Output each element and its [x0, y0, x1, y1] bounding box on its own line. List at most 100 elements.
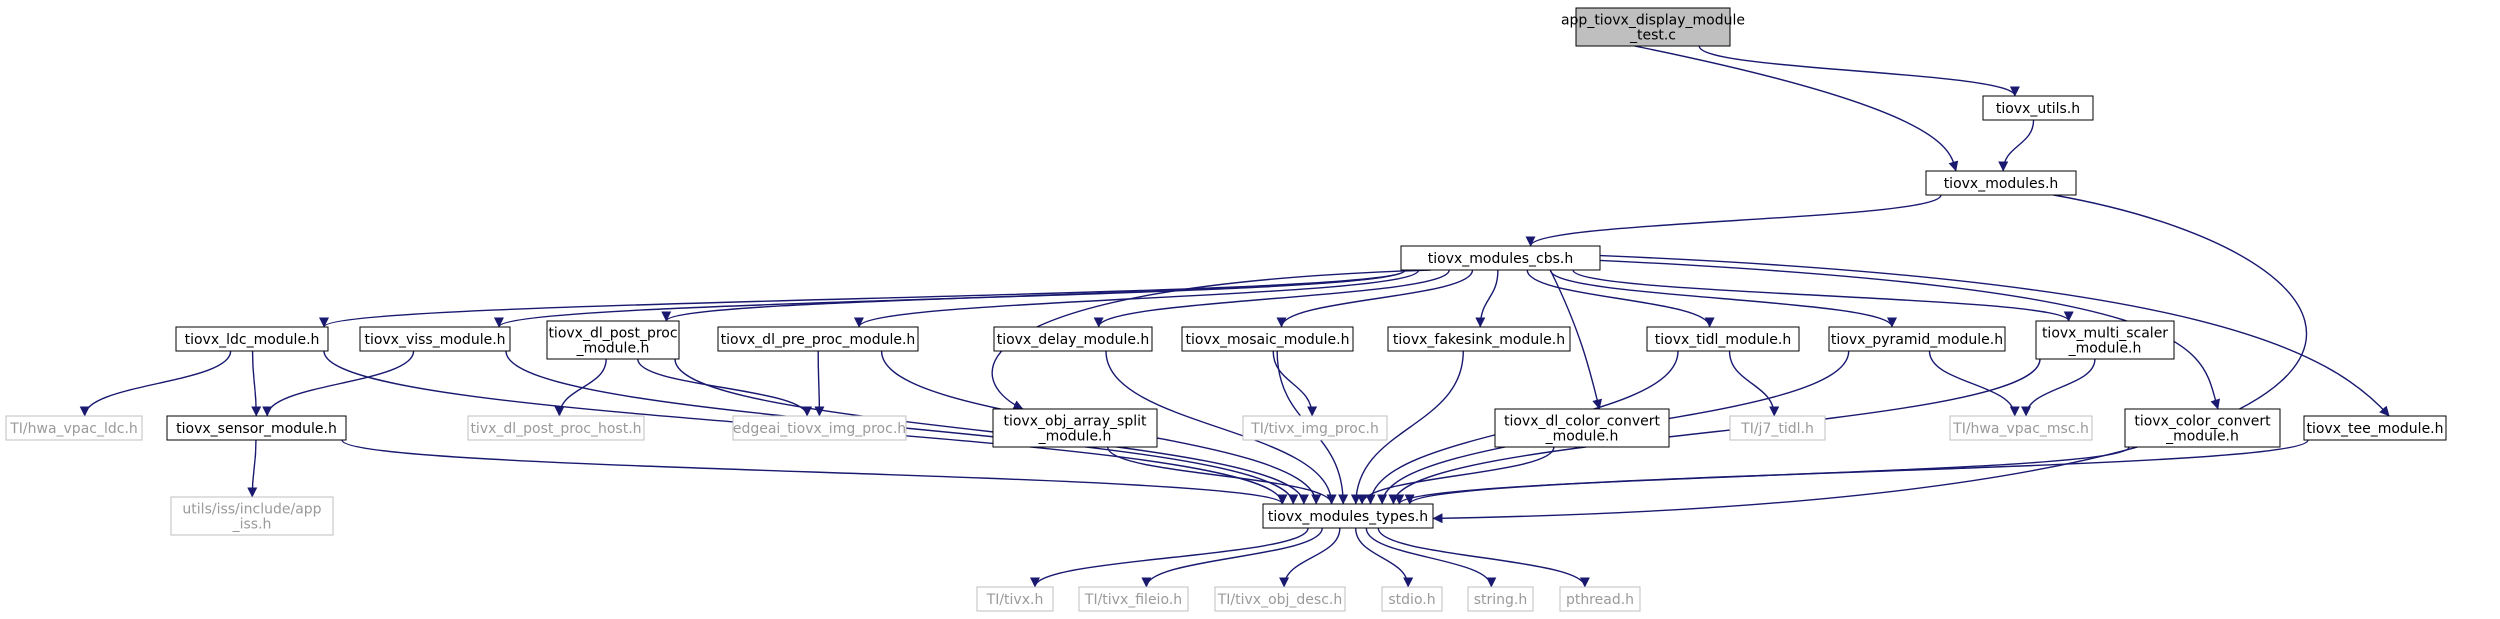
node-objarray[interactable]: tiovx_obj_array_split_module.h — [992, 408, 1158, 448]
node-box — [2303, 415, 2447, 441]
edge-dlpost-to-posthost — [554, 358, 607, 417]
node-label: tiovx_tee_module.h — [2306, 421, 2443, 437]
node-label: _module.h — [1545, 429, 1619, 445]
edge-objarray-to-types — [1107, 446, 1337, 505]
node-fakesink[interactable]: tiovx_fakesink_module.h — [1387, 326, 1571, 352]
node-multiscaler[interactable]: tiovx_multi_scaler_module.h — [2035, 320, 2175, 360]
edge-cbs-to-ldc — [319, 269, 1406, 328]
edge-cbs-to-dlcolor — [1549, 269, 1603, 410]
node-label: TI/j7_tidl.h — [1740, 421, 1814, 437]
node-tivx: TI/tivx.h — [976, 586, 1054, 612]
node-app[interactable]: app_tiovx_display_module_test.c — [1561, 7, 1745, 47]
node-cbs[interactable]: tiovx_modules_cbs.h — [1400, 245, 1601, 271]
edge-dlpre-to-edgeai — [814, 350, 825, 417]
node-box — [732, 415, 907, 441]
node-types[interactable]: tiovx_modules_types.h — [1262, 503, 1434, 529]
node-colorconv[interactable]: tiovx_color_convert_module.h — [2124, 408, 2281, 448]
node-box — [166, 415, 347, 441]
node-sensor[interactable]: tiovx_sensor_module.h — [166, 415, 347, 441]
edge-modules-to-cbs — [1525, 194, 1942, 247]
node-box — [1381, 586, 1443, 612]
edge-cbs-to-pyramid — [1549, 269, 1897, 328]
node-label: tiovx_modules.h — [1944, 176, 2059, 192]
edge-multiscaler-to-types — [1388, 358, 2041, 505]
node-box — [1400, 245, 1601, 271]
node-tidl[interactable]: tiovx_tidl_module.h — [1646, 326, 1800, 352]
node-label: tiovx_dl_pre_proc_module.h — [721, 332, 916, 348]
node-label: tiovx_dl_post_proc — [548, 326, 677, 342]
node-box — [1387, 326, 1571, 352]
node-label: edgeai_tiovx_img_proc.h — [733, 421, 906, 437]
node-box — [992, 408, 1158, 448]
edge-tidl-to-j7tidl — [1728, 350, 1780, 417]
edge-dlpost-to-types — [674, 358, 1309, 505]
node-label: tiovx_multi_scaler — [2042, 326, 2168, 342]
node-label: tiovx_dl_color_convert — [1504, 414, 1661, 430]
edge-cbs-to-multiscaler — [1572, 269, 2074, 322]
edge-types-to-objdesc — [1279, 527, 1341, 588]
edge-pyramid-to-vpacmsc — [1928, 350, 2020, 417]
edge-cbs-to-dlpre — [854, 269, 1420, 328]
node-label: _test.c — [1629, 28, 1676, 44]
node-label: tiovx_modules_cbs.h — [1428, 251, 1573, 267]
node-box — [1559, 586, 1641, 612]
edge-cbs-to-delay — [1093, 269, 1450, 328]
edge-multiscaler-to-vpacmsc — [2021, 358, 2096, 417]
node-j7tidl: TI/j7_tidl.h — [1729, 415, 1826, 441]
edge-tee-to-types — [1404, 439, 2309, 505]
node-box — [170, 496, 334, 536]
node-label: tiovx_mosaic_module.h — [1186, 332, 1350, 348]
edge-mosaic-to-imgproc — [1272, 350, 1318, 417]
edge-fakesink-to-types — [1350, 350, 1464, 505]
node-mosaic[interactable]: tiovx_mosaic_module.h — [1181, 326, 1354, 352]
node-dlpost[interactable]: tiovx_dl_post_proc_module.h — [546, 320, 680, 360]
node-viss[interactable]: tiovx_viss_module.h — [359, 326, 511, 352]
node-box — [1214, 586, 1346, 612]
edge-modules-to-types — [1432, 194, 2308, 524]
node-delay[interactable]: tiovx_delay_module.h — [993, 326, 1153, 352]
edge-dlcolor-to-types — [1357, 446, 1555, 505]
node-label: TI/tivx.h — [986, 592, 1044, 608]
node-label: TI/tivx_obj_desc.h — [1217, 592, 1343, 608]
node-ldc[interactable]: tiovx_ldc_module.h — [175, 326, 329, 352]
node-dlcolor[interactable]: tiovx_dl_color_convert_module.h — [1494, 408, 1670, 448]
node-box — [1925, 170, 2077, 196]
edge-types-to-pthread — [1377, 527, 1590, 588]
nodes-layer: app_tiovx_display_module_test.c tiovx_uti… — [5, 7, 2447, 612]
node-label: string.h — [1474, 592, 1528, 608]
edge-sensor-to-types — [341, 439, 1288, 505]
node-box — [1982, 95, 2094, 121]
node-utils[interactable]: tiovx_utils.h — [1982, 95, 2094, 121]
node-box — [546, 320, 680, 360]
node-box — [1467, 586, 1534, 612]
node-label: tiovx_utils.h — [1996, 101, 2080, 117]
node-label: app_tiovx_display_module — [1561, 13, 1745, 29]
node-label: tiovx_modules_types.h — [1268, 509, 1428, 525]
node-pthread: pthread.h — [1559, 586, 1641, 612]
edge-types-to-fileio — [1141, 527, 1323, 588]
node-label: _module.h — [1038, 429, 1112, 445]
node-box — [467, 415, 645, 441]
node-box — [1494, 408, 1670, 448]
node-pyramid[interactable]: tiovx_pyramid_module.h — [1828, 326, 2006, 352]
node-vpacmsc: TI/hwa_vpac_msc.h — [1949, 415, 2093, 441]
node-label: tiovx_obj_array_split — [1003, 414, 1147, 430]
node-box — [1181, 326, 1354, 352]
edge-cbs-to-dlpost — [661, 269, 1406, 322]
node-label: utils/iss/include/app — [182, 502, 321, 518]
node-imgproc: TI/tivx_img_proc.h — [1242, 415, 1388, 441]
node-label: TI/hwa_vpac_msc.h — [1952, 421, 2089, 437]
node-dlpre[interactable]: tiovx_dl_pre_proc_module.h — [717, 326, 919, 352]
node-box — [2035, 320, 2175, 360]
node-label: stdio.h — [1388, 592, 1435, 608]
node-label: tiovx_viss_module.h — [364, 332, 505, 348]
node-hwaldc: TI/hwa_vpac_ldc.h — [5, 415, 143, 441]
node-label: _module.h — [576, 341, 650, 357]
node-box — [993, 326, 1153, 352]
node-box — [1729, 415, 1826, 441]
node-label: _iss.h — [232, 517, 272, 533]
node-modules[interactable]: tiovx_modules.h — [1925, 170, 2077, 196]
node-tee[interactable]: tiovx_tee_module.h — [2303, 415, 2447, 441]
edge-cbs-to-mosaic — [1276, 269, 1474, 328]
edge-utils-to-modules — [1998, 119, 2035, 172]
